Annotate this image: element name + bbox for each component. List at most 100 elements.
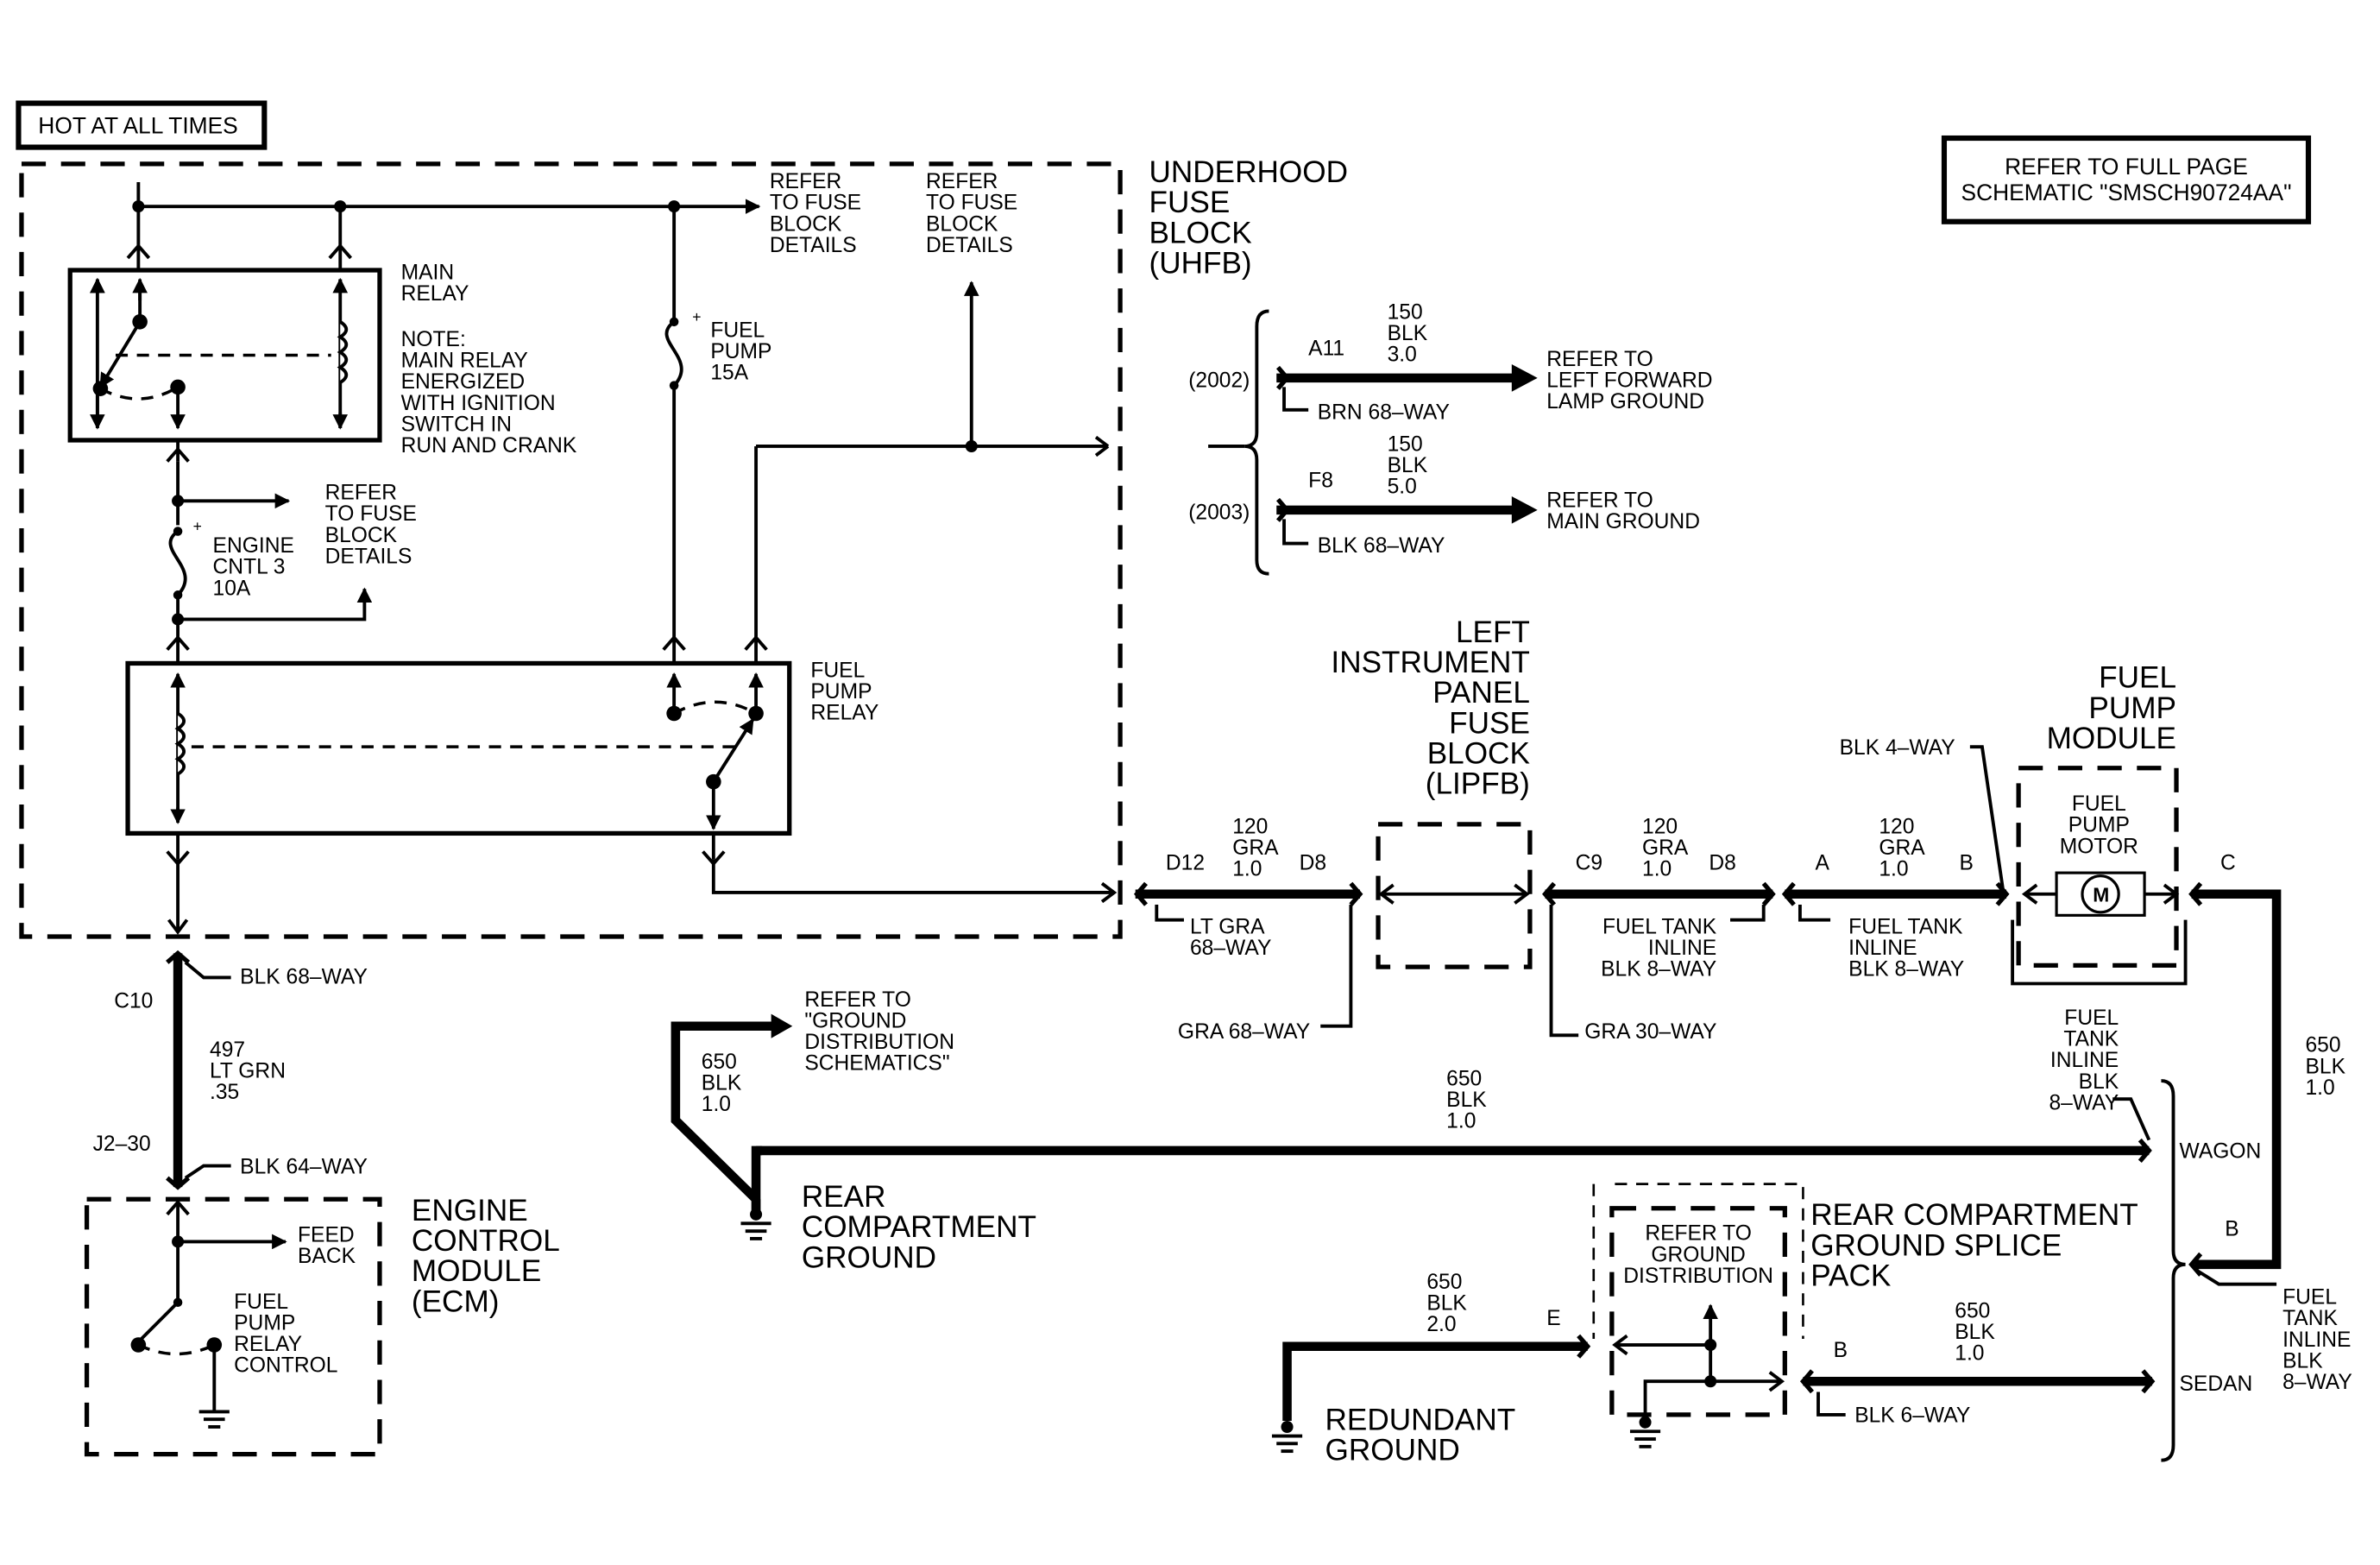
svg-text:TO FUSE: TO FUSE	[770, 192, 861, 215]
svg-text:ENERGIZED: ENERGIZED	[401, 370, 526, 394]
svg-text:650: 650	[2305, 1034, 2340, 1057]
fuel-tank-inline-4: FUEL TANK INLINE BLK 8–WAY	[2282, 1286, 2352, 1394]
svg-text:650: 650	[702, 1051, 737, 1074]
svg-text:TO FUSE: TO FUSE	[926, 192, 1017, 215]
year-2003: (2003)	[1188, 501, 1250, 524]
svg-text:PACK: PACK	[1810, 1259, 1892, 1292]
svg-text:BLK: BLK	[1446, 1089, 1487, 1112]
main-relay	[67, 268, 382, 443]
svg-text:FUEL TANK: FUEL TANK	[1848, 915, 1963, 938]
fuel-pump-motor	[2021, 871, 2180, 917]
pin-j2-30: J2–30	[93, 1133, 151, 1156]
svg-text:COMPARTMENT: COMPARTMENT	[802, 1210, 1036, 1244]
fuel-pump-relay	[125, 660, 792, 836]
svg-text:FUEL TANK: FUEL TANK	[1602, 915, 1717, 938]
svg-text:TO FUSE: TO FUSE	[325, 502, 417, 526]
ground-2002-wire	[1275, 364, 1538, 412]
svg-text:(LIPFB): (LIPFB)	[1426, 767, 1530, 801]
fuel-tank-inline-1: FUEL TANK INLINE BLK 8–WAY	[1601, 915, 1717, 981]
svg-text:GROUND SPLICE: GROUND SPLICE	[1810, 1228, 2062, 1262]
svg-text:BLK: BLK	[1955, 1321, 1995, 1344]
refer-ground-distribution: REFER TO GROUND DISTRIBUTION	[1623, 1222, 1773, 1288]
fuel-pump-module-bracket	[2011, 919, 2188, 986]
svg-text:GRA: GRA	[1879, 836, 1925, 860]
svg-text:CNTL 3: CNTL 3	[213, 556, 286, 579]
svg-text:RELAY: RELAY	[234, 1333, 302, 1356]
svg-text:INLINE: INLINE	[2282, 1328, 2351, 1352]
wire-150-2003: 150 BLK 5.0	[1388, 432, 1428, 498]
svg-text:1.0: 1.0	[1232, 858, 1262, 881]
svg-text:RELAY: RELAY	[810, 702, 878, 725]
svg-text:LT GRA: LT GRA	[1190, 915, 1265, 938]
svg-text:REFER TO FULL PAGE: REFER TO FULL PAGE	[2005, 154, 2248, 180]
ecm-boundary	[84, 1196, 382, 1457]
blk-68-way-2003: BLK 68–WAY	[1318, 534, 1445, 558]
fuel-pump-fuse-label: FUEL PUMP 15A	[710, 319, 771, 384]
svg-text:INLINE: INLINE	[1648, 937, 1716, 960]
svg-text:150: 150	[1388, 300, 1423, 324]
svg-text:SCHEMATICS": SCHEMATICS"	[804, 1052, 949, 1076]
svg-text:DISTRIBUTION: DISTRIBUTION	[804, 1031, 954, 1054]
ecm-wire-497	[166, 950, 231, 1190]
uhfb-title: UNDERHOOD FUSE BLOCK (UHFB)	[1149, 155, 1348, 281]
pin-c: C	[2220, 852, 2236, 875]
wire-120-gra-b: 120 GRA 1.0	[1642, 815, 1689, 880]
wire-150-2002: 150 BLK 3.0	[1388, 300, 1428, 366]
svg-text:TANK: TANK	[2282, 1307, 2338, 1330]
refer-left-forward-lamp-ground: REFER TO LEFT FORWARD LAMP GROUND	[1546, 348, 1712, 413]
fuel-tank-inline-2: FUEL TANK INLINE BLK 8–WAY	[1848, 915, 1964, 981]
fuel-pump-module-title: FUEL PUMP MODULE	[2047, 661, 2176, 755]
svg-text:MAIN: MAIN	[401, 262, 455, 285]
pin-a: A	[1815, 852, 1829, 875]
blk-68-way-ecm: BLK 68–WAY	[240, 965, 368, 988]
svg-text:BACK: BACK	[298, 1245, 356, 1268]
wagon-sedan-bracket	[2161, 1079, 2186, 1462]
svg-text:DETAILS: DETAILS	[926, 234, 1013, 257]
svg-text:650: 650	[1446, 1067, 1482, 1090]
svg-text:FUEL: FUEL	[2072, 792, 2126, 816]
sedan-wire	[1799, 1369, 2156, 1417]
ecm-internal	[130, 1199, 287, 1429]
svg-text:BLK: BLK	[702, 1072, 742, 1095]
svg-text:GROUND: GROUND	[802, 1240, 936, 1274]
svg-text:BLK: BLK	[2305, 1055, 2345, 1078]
svg-text:.35: .35	[210, 1081, 239, 1104]
svg-text:TANK: TANK	[2063, 1028, 2119, 1051]
wire-497-label: 497 LT GRN .35	[210, 1038, 286, 1104]
svg-text:1.0: 1.0	[1446, 1110, 1476, 1133]
svg-text:MAIN GROUND: MAIN GROUND	[1546, 510, 1700, 533]
uhfb-top-bus	[126, 182, 761, 271]
blk-64-way: BLK 64–WAY	[240, 1155, 368, 1178]
splice-pack-outer	[1592, 1183, 1804, 1339]
svg-text:BLOCK: BLOCK	[1427, 737, 1531, 771]
svg-text:RELAY: RELAY	[401, 282, 469, 306]
pin-b-right: B	[2225, 1217, 2238, 1240]
svg-text:FUSE: FUSE	[1449, 706, 1530, 740]
hot-at-all-times-label: HOT AT ALL TIMES	[16, 100, 268, 150]
svg-text:REDUNDANT: REDUNDANT	[1325, 1403, 1516, 1436]
svg-text:120: 120	[1879, 815, 1914, 838]
svg-text:BLK 8–WAY: BLK 8–WAY	[1601, 958, 1716, 981]
main-relay-label: MAIN RELAY NOTE: MAIN RELAY ENERGIZED WI…	[401, 262, 577, 458]
lipfb-internal	[1378, 883, 1530, 905]
svg-text:DISTRIBUTION: DISTRIBUTION	[1623, 1265, 1773, 1288]
svg-text:BLK: BLK	[1388, 322, 1428, 345]
svg-text:BLOCK: BLOCK	[325, 524, 398, 547]
engine-cntl-fuse-plus: +	[193, 517, 202, 534]
svg-text:PUMP: PUMP	[710, 340, 771, 363]
svg-text:REAR COMPARTMENT: REAR COMPARTMENT	[1810, 1198, 2138, 1232]
svg-text:1.0: 1.0	[1879, 858, 1908, 881]
svg-text:(ECM): (ECM)	[412, 1284, 500, 1318]
svg-text:REAR: REAR	[802, 1180, 886, 1214]
wire-650-blk-1: 650 BLK 1.0	[2305, 1034, 2345, 1100]
svg-text:UNDERHOOD: UNDERHOOD	[1149, 155, 1348, 189]
svg-text:BLK: BLK	[2079, 1070, 2119, 1094]
blk-4-way-leader	[1969, 745, 2005, 893]
wire-120-segment-2	[1542, 881, 1776, 1038]
svg-text:BLK: BLK	[1426, 1292, 1467, 1316]
svg-text:BLK: BLK	[1388, 454, 1428, 477]
fuel-tank-inline-3: FUEL TANK INLINE BLK 8–WAY	[2049, 1007, 2119, 1114]
svg-text:LT GRN: LT GRN	[210, 1060, 286, 1083]
svg-text:2.0: 2.0	[1426, 1313, 1456, 1336]
refer-main-ground: REFER TO MAIN GROUND	[1546, 489, 1700, 533]
